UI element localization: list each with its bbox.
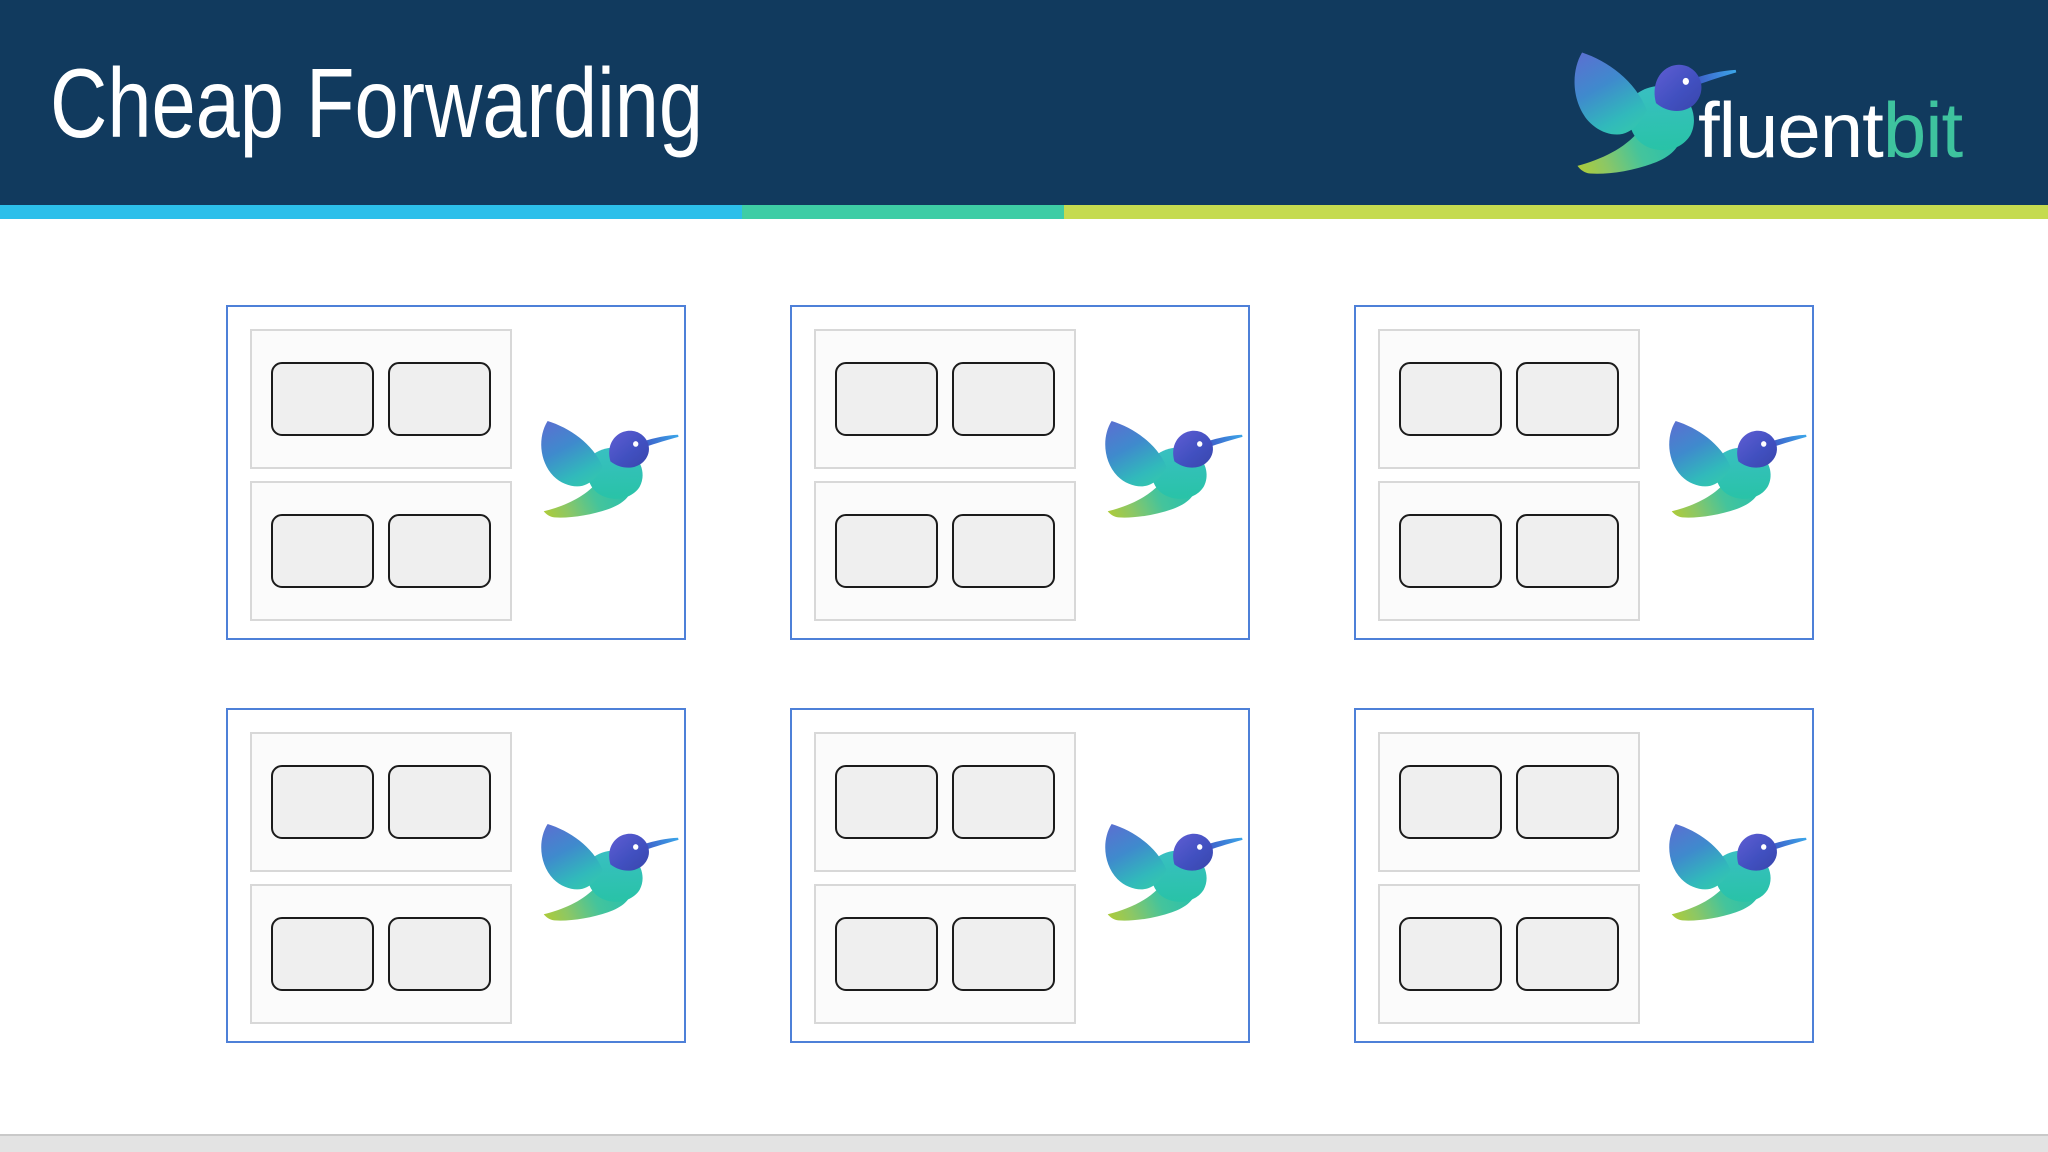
buffer-chip [388,765,491,839]
record-group-bottom [250,481,512,621]
buffer-chip [271,917,374,991]
fluentbit-node-2 [790,305,1250,640]
record-group-top [1378,329,1640,469]
buffer-chip [1516,917,1619,991]
accent-stripe [0,205,2048,219]
buffer-chip [1516,765,1619,839]
buffer-chip [835,362,938,436]
slide-header: Cheap Forwarding fluentbit [0,0,2048,205]
buffer-chip [1399,514,1502,588]
wordmark-fluent: fluent [1698,86,1884,174]
buffer-chip [1399,765,1502,839]
slide-body [0,219,2048,1134]
record-group-top [814,732,1076,872]
stripe-cyan [0,205,742,219]
fluentbit-node-1 [226,305,686,640]
record-group-top [250,732,512,872]
stripe-teal [742,205,1064,219]
fluentbit-logo: fluentbit [1548,0,2048,205]
record-group-top [814,329,1076,469]
buffer-chip [271,362,374,436]
buffer-chip [1516,362,1619,436]
buffer-chip [1399,917,1502,991]
fluentbit-node-4 [226,708,686,1043]
wordmark-bit: bit [1882,86,1963,174]
buffer-chip [271,765,374,839]
fluentbit-node-6 [1354,708,1814,1043]
fluentbit-wordmark: fluentbit [1698,91,1963,169]
fluentbit-hummingbird-icon [1105,824,1243,921]
stripe-lime [1064,205,2048,219]
fluentbit-hummingbird-icon [1105,421,1243,518]
record-group-bottom [1378,884,1640,1024]
buffer-chip [952,362,1055,436]
record-group-bottom [1378,481,1640,621]
buffer-chip [271,514,374,588]
bottom-bar [0,1134,2048,1152]
buffer-chip [952,917,1055,991]
buffer-chip [388,917,491,991]
buffer-chip [835,514,938,588]
slide-title: Cheap Forwarding [50,48,704,158]
record-group-bottom [250,884,512,1024]
buffer-chip [1399,362,1502,436]
record-group-bottom [814,884,1076,1024]
fluentbit-hummingbird-icon [1669,421,1807,518]
node-grid [226,305,1814,1043]
fluentbit-hummingbird-icon [541,421,679,518]
buffer-chip [952,514,1055,588]
record-group-bottom [814,481,1076,621]
record-group-top [250,329,512,469]
buffer-chip [1516,514,1619,588]
fluentbit-node-3 [1354,305,1814,640]
buffer-chip [835,765,938,839]
buffer-chip [388,514,491,588]
fluentbit-hummingbird-icon [541,824,679,921]
buffer-chip [388,362,491,436]
fluentbit-hummingbird-icon [1669,824,1807,921]
buffer-chip [835,917,938,991]
buffer-chip [952,765,1055,839]
fluentbit-node-5 [790,708,1250,1043]
record-group-top [1378,732,1640,872]
